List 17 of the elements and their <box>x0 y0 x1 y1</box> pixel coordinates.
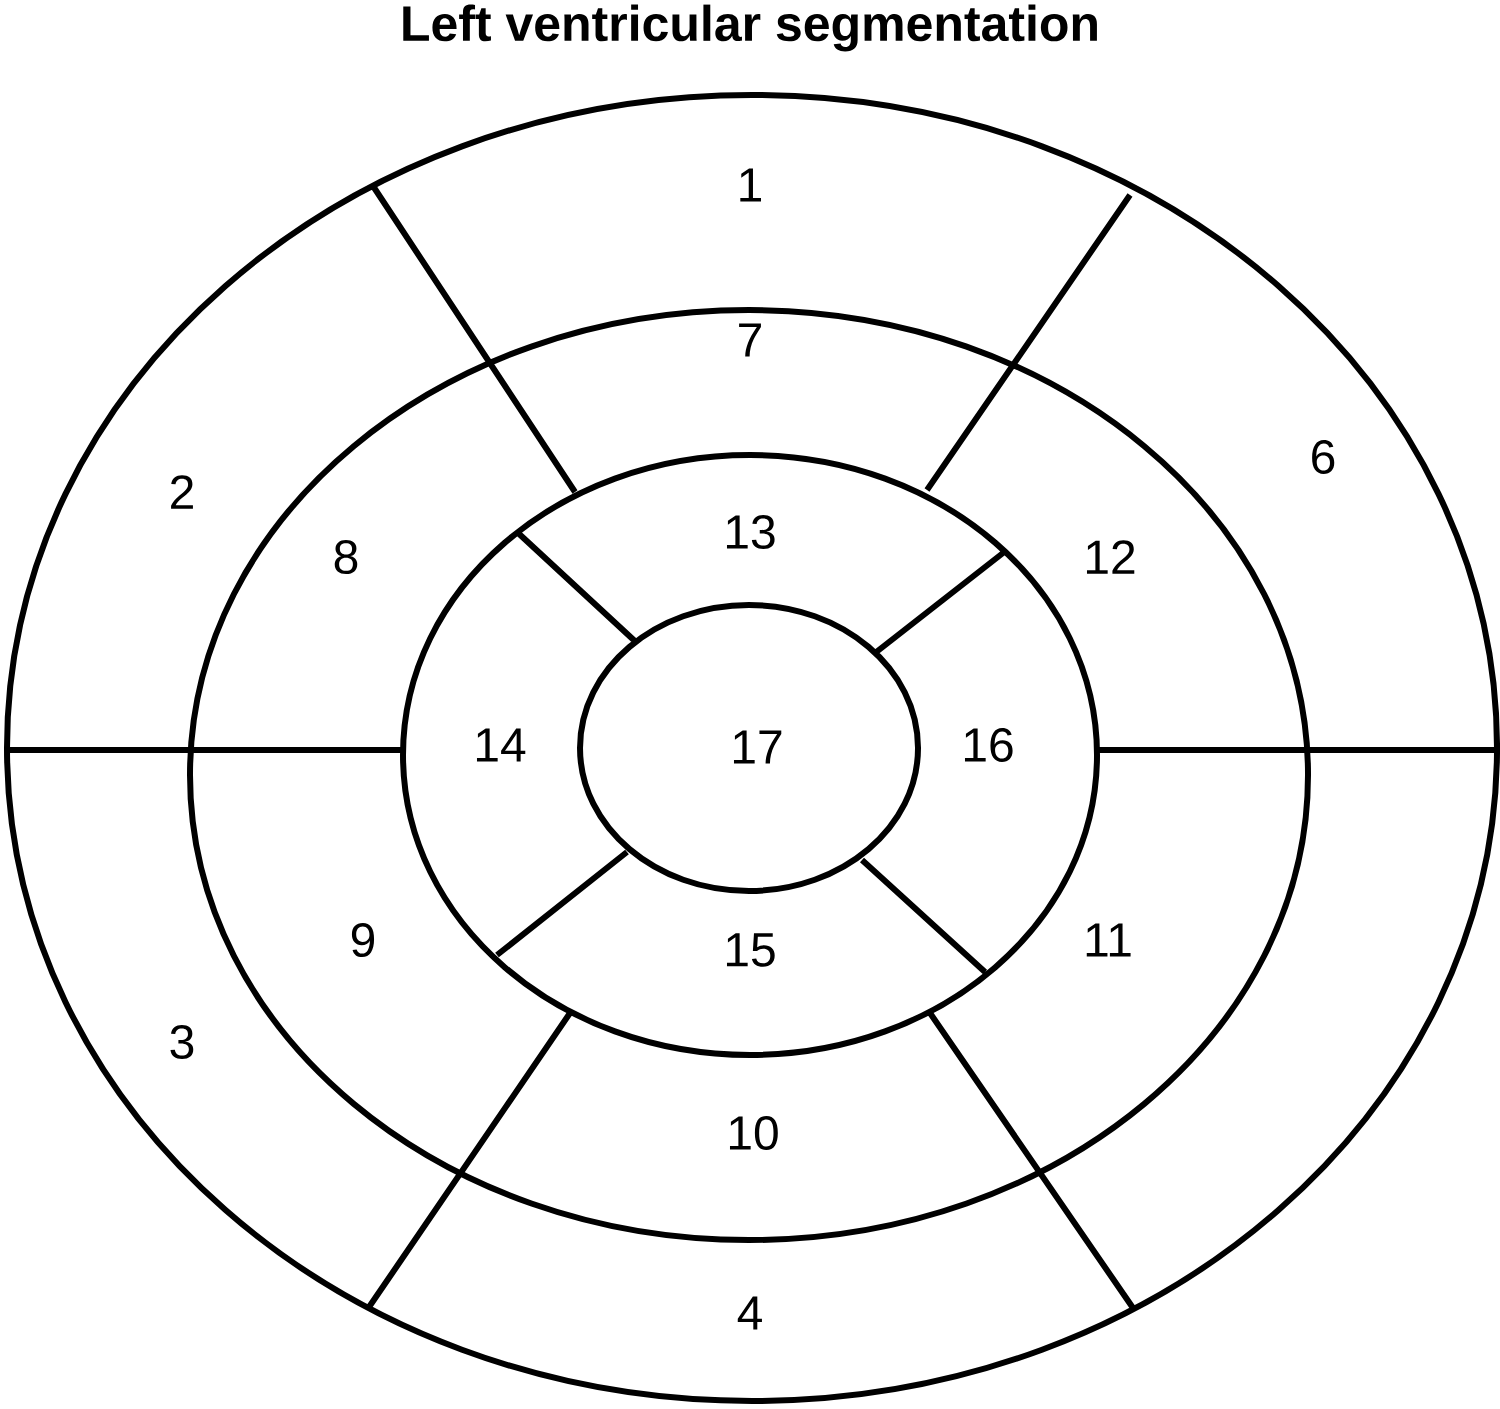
segment-number: 4 <box>737 1296 762 1330</box>
segment-number: 17 <box>734 730 782 764</box>
segment-number: 2 <box>171 475 193 509</box>
segment-number: 7 <box>739 323 761 357</box>
segment-number: 16 <box>965 728 1013 762</box>
segment-number: 13 <box>727 515 775 549</box>
segment-number: 3 <box>170 1025 194 1059</box>
segment-number: 6 <box>1312 440 1335 474</box>
segment-number: 15 <box>727 933 775 967</box>
segment-number: 9 <box>351 923 375 957</box>
segment-number: 14 <box>477 728 526 762</box>
segment-number: 1 <box>740 168 761 202</box>
segment-number: 8 <box>334 540 358 574</box>
segment-number: 12 <box>1087 540 1135 574</box>
segment-number: 10 <box>730 1116 778 1150</box>
segment-number: 11 <box>1086 923 1131 957</box>
title: Left ventricular segmentation <box>403 4 1097 52</box>
